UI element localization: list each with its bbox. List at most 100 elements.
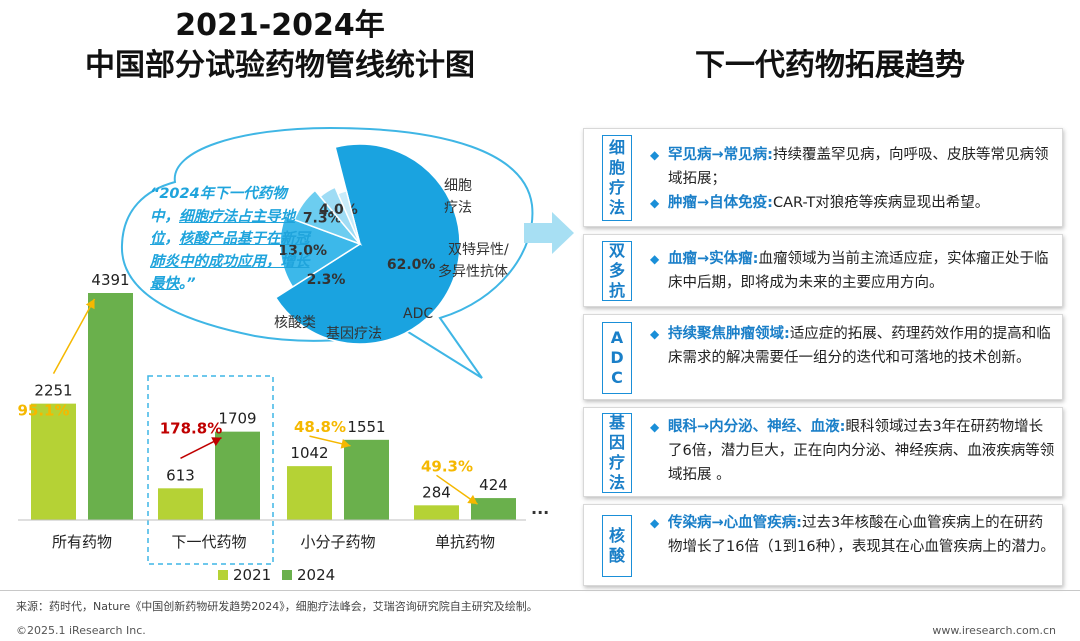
list-item: 肿瘤→自体免疫:CAR-T对狼疮等疾病显现出希望。 — [650, 191, 1055, 215]
tag-char: C — [611, 368, 623, 387]
pie-label-cell-1: 细胞 — [444, 178, 472, 194]
source-note: 来源：药时代，Nature《中国创新药物研发趋势2024》，细胞疗法峰会，艾瑞咨… — [16, 600, 538, 613]
quote-part-3: 。” — [179, 276, 196, 292]
tag-char: 多 — [608, 261, 625, 280]
item-text: 血瘤领域为当前主流适应症，实体瘤正处于临床中后期，即将成为未来的主要应用方向。 — [668, 251, 1049, 291]
item-text: 持续覆盖罕见病，向呼吸、皮肤等常见病领域拓展； — [668, 147, 1049, 187]
chart-title: 2021-2024年 中国部分试验药物管线统计图 — [0, 6, 560, 86]
pie-label-bispec-2: 多异性抗体 — [438, 263, 508, 280]
category-label: 下一代药物 — [171, 533, 246, 551]
tag-char: 胞 — [608, 158, 625, 177]
panel-adc: A D C 持续聚焦肿瘤领域:适应症的拓展、药理药效作用的提高和临床需求的解决需… — [583, 314, 1063, 400]
pie-label-gene: 基因疗法 — [326, 325, 382, 342]
growth-label: 178.8% — [160, 420, 222, 438]
pie-chart: 62.0%13.0%7.3%4.0%2.3% — [274, 143, 461, 345]
growth-arrowhead — [340, 438, 351, 449]
item-highlight: 传染病→心血管疾病: — [668, 515, 802, 531]
bar-2024-3 — [344, 439, 389, 520]
list-item: 传染病→心血管疾病:过去3年核酸在心血管疾病上的在研药物增长了16倍（1到16种… — [650, 511, 1055, 559]
bar-value-label: 1551 — [347, 418, 385, 436]
item-highlight: 肿瘤→自体免疫: — [668, 195, 773, 211]
legend-swatch-2021 — [218, 570, 228, 580]
chart-title-line-1: 2021-2024年 — [175, 8, 385, 43]
tag-char: 双 — [608, 241, 625, 260]
bar-2021-1 — [31, 403, 76, 520]
pie-slice-2 — [279, 215, 362, 288]
tag-char: D — [610, 348, 624, 367]
bar-value-label: 1042 — [290, 444, 328, 462]
copyright: ©2025.1 iResearch Inc. — [16, 624, 146, 637]
tag-char: 法 — [608, 198, 625, 217]
list-item: 持续聚焦肿瘤领域:适应症的拓展、药理药效作用的提高和临床需求的解决需要任一组分的… — [650, 322, 1055, 370]
bar-2024-1 — [88, 293, 133, 520]
footer-divider — [0, 590, 1080, 591]
tag-char: 法 — [608, 473, 625, 492]
panel-nucleic-acid: 核 酸 传染病→心血管疾病:过去3年核酸在心血管疾病上的在研药物增长了16倍（1… — [583, 504, 1063, 586]
category-label: 单抗药物 — [435, 533, 495, 551]
legend-label-2021: 2021 — [233, 566, 271, 584]
quote-part-2: ， — [164, 231, 180, 247]
list-item: 罕见病→常见病:持续覆盖罕见病，向呼吸、皮肤等常见病领域拓展； — [650, 143, 1055, 191]
chart-title-line-2: 中国部分试验药物管线统计图 — [85, 48, 475, 83]
bar-2024-4 — [471, 498, 516, 520]
item-highlight: 罕见病→常见病: — [668, 147, 773, 163]
growth-arrowhead — [467, 494, 478, 505]
pie-percent-label: 62.0% — [387, 257, 436, 273]
quote-underline-2: 核酸产品基于在新冠肺炎中的成功应用，增长最快 — [150, 231, 310, 292]
panel-text: 罕见病→常见病:持续覆盖罕见病，向呼吸、皮肤等常见病领域拓展； 肿瘤→自体免疫:… — [650, 143, 1055, 215]
pie-label-nucleic: 核酸类 — [274, 315, 316, 331]
growth-label: 48.8% — [294, 418, 346, 436]
legend-label-2024: 2024 — [297, 566, 335, 584]
panel-gene-therapy: 基 因 疗 法 眼科→内分泌、神经、血液:眼科领域过去3年在研药物增长了6倍，潜… — [583, 407, 1063, 497]
tag-char: 酸 — [608, 546, 625, 565]
bar-value-label: 2251 — [34, 382, 72, 400]
panel-tag: 细 胞 疗 法 — [602, 135, 632, 221]
panel-tag: 双 多 抗 — [602, 241, 632, 301]
pie-slice-5 — [336, 189, 361, 245]
x-axis-ellipsis: ... — [531, 499, 549, 518]
pie-percent-label: 13.0% — [278, 243, 327, 259]
quote-text: “2024年下一代药物中，细胞疗法占主导地位，核酸产品基于在新冠肺炎中的成功应用… — [150, 183, 315, 296]
website: www.iresearch.com.cn — [932, 624, 1056, 637]
panel-bispecific: 双 多 抗 血瘤→实体瘤:血瘤领域为当前主流适应症，实体瘤正处于临床中后期，即将… — [583, 234, 1063, 307]
panel-tag: A D C — [602, 322, 632, 394]
panel-text: 血瘤→实体瘤:血瘤领域为当前主流适应症，实体瘤正处于临床中后期，即将成为未来的主… — [650, 247, 1055, 295]
item-text: 眼科领域过去3年在研药物增长了6倍，潜力巨大，正在向内分泌、神经疾病、血液疾病等… — [668, 419, 1055, 483]
growth-arrowhead — [85, 299, 95, 310]
bar-value-label: 4391 — [91, 271, 129, 289]
list-item: 眼科→内分泌、神经、血液:眼科领域过去3年在研药物增长了6倍，潜力巨大，正在向内… — [650, 415, 1055, 487]
growth-label: 49.3% — [421, 457, 473, 475]
bar-value-label: 284 — [422, 483, 451, 501]
item-text: 过去3年核酸在心血管疾病上的在研药物增长了16倍（1到16种），表现其在心血管疾… — [668, 515, 1055, 555]
bar-value-label: 1709 — [218, 410, 256, 428]
tag-char: 核 — [608, 526, 625, 545]
growth-arrowhead — [211, 437, 222, 447]
growth-label: 95.1% — [17, 402, 69, 420]
tag-char: 基 — [608, 413, 625, 432]
tag-char: 疗 — [608, 453, 625, 472]
panel-text: 眼科→内分泌、神经、血液:眼科领域过去3年在研药物增长了6倍，潜力巨大，正在向内… — [650, 415, 1055, 487]
pie-slice-1 — [274, 143, 461, 345]
bar-2021-3 — [287, 466, 332, 520]
pie-label-adc: ADC — [403, 306, 433, 322]
bar-value-label: 424 — [479, 476, 508, 494]
trends-title: 下一代药物拓展趋势 — [695, 48, 965, 83]
category-label: 所有药物 — [52, 533, 112, 551]
pie-percent-label: 2.3% — [307, 272, 346, 288]
tag-char: 细 — [608, 138, 625, 157]
tag-char: A — [610, 328, 624, 347]
pie-slice-4 — [319, 186, 361, 245]
panel-tag: 基 因 疗 法 — [602, 413, 632, 493]
bar-value-label: 613 — [166, 466, 195, 484]
pie-slice-3 — [293, 189, 363, 246]
tag-char: 因 — [608, 433, 625, 452]
bar-chart: 2251 4391 所有药物 95.1% 613 1709 下一代药物 178.8% 1042 1… — [17, 271, 516, 584]
pie-label-cell-2: 疗法 — [444, 200, 472, 216]
item-text: CAR-T对狼疮等疾病显现出希望。 — [772, 195, 990, 211]
category-label: 小分子药物 — [300, 533, 375, 551]
item-highlight: 眼科→内分泌、神经、血液: — [668, 419, 846, 435]
tag-char: 疗 — [608, 178, 625, 197]
pie-label-bispec-1: 双特异性/ — [448, 242, 509, 258]
right-arrow-icon — [524, 212, 574, 254]
